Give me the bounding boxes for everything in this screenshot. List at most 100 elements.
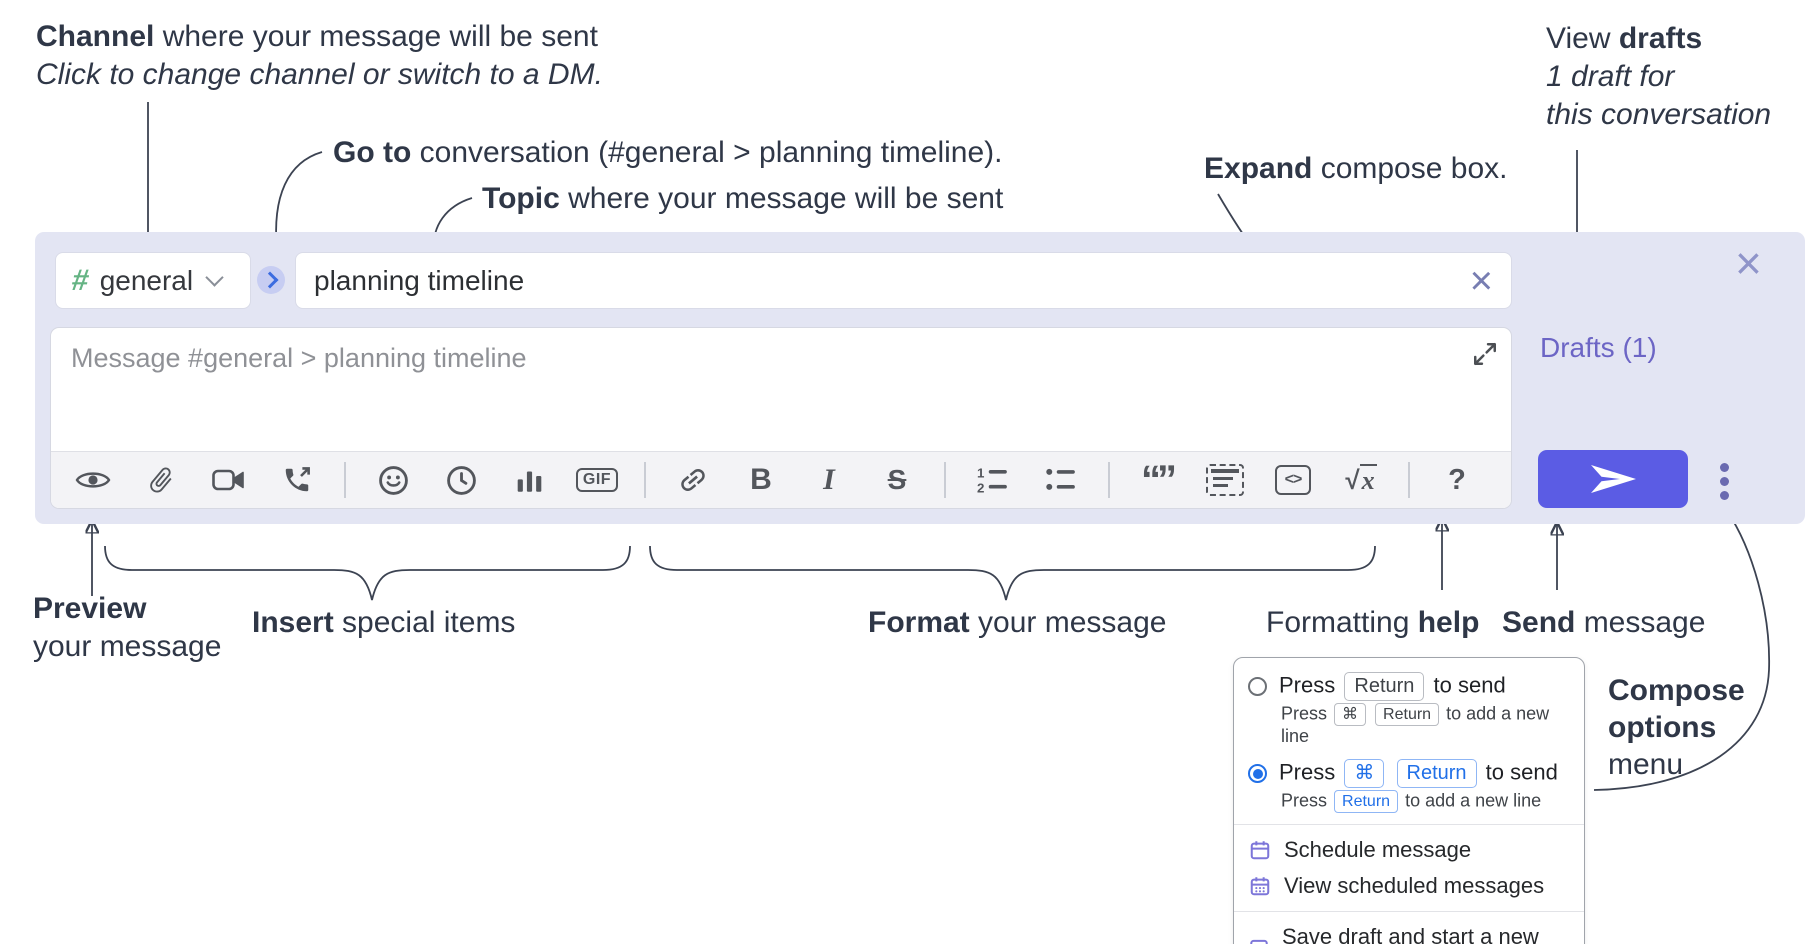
italic-icon[interactable]: I <box>823 463 835 496</box>
channel-selector[interactable]: # general <box>55 252 251 309</box>
channel-note-bold: Channel <box>36 20 155 53</box>
menu-item-schedule-message[interactable]: Schedule message <box>1234 832 1584 868</box>
menu-item-label: Schedule message <box>1284 837 1472 862</box>
chevron-down-icon <box>205 268 224 287</box>
menu-item-label: Save draft and start a new message <box>1282 924 1539 944</box>
strikethrough-icon[interactable]: S <box>887 464 907 495</box>
spoiler-glyph <box>1206 464 1244 496</box>
draft-document-check-icon <box>1249 939 1269 944</box>
option-text: Press Return to send <box>1279 672 1506 701</box>
toolbar-divider <box>344 462 346 498</box>
emoji-smiley-icon[interactable] <box>370 457 416 503</box>
go-to-conversation-button[interactable] <box>257 266 285 294</box>
send-option-cmd-return[interactable]: Press ⌘ Return to send <box>1234 751 1584 790</box>
send-option-return-subtext: Press ⌘ Return to add a new line <box>1281 703 1550 746</box>
compose-options-line3: menu <box>1608 748 1684 781</box>
message-input[interactable]: Message #general > planning timeline <box>71 343 527 373</box>
insert-note: Insert special items <box>252 604 515 642</box>
topic-input[interactable]: planning timeline × <box>295 252 1512 309</box>
toolbar-divider <box>944 462 946 498</box>
preview-note-line2: your message <box>33 630 222 663</box>
option-text: Press ⌘ Return to send <box>1279 759 1558 788</box>
poll-bar-chart-icon[interactable] <box>506 457 552 503</box>
formatting-help-bold: help <box>1417 606 1480 639</box>
return-key-chip: Return <box>1375 703 1440 726</box>
bold-icon[interactable]: B <box>750 463 772 496</box>
toolbar-divider <box>1108 462 1110 498</box>
close-compose-icon[interactable]: × <box>1735 237 1762 289</box>
cmd-key-chip: ⌘ <box>1344 759 1385 788</box>
channel-note-line2: Click to change channel or switch to a D… <box>36 58 603 91</box>
formatting-help-note: Formatting help <box>1266 604 1479 642</box>
expand-compose-icon[interactable] <box>1472 341 1498 372</box>
menu-item-label: View scheduled messages <box>1284 873 1545 898</box>
insert-note-bold: Insert <box>252 606 334 639</box>
gif-icon[interactable]: GIF <box>574 457 620 503</box>
code-icon[interactable]: <> <box>1270 457 1316 503</box>
view-drafts-bold: drafts <box>1618 22 1703 55</box>
message-formatting-help-icon[interactable]: ? <box>1448 463 1466 496</box>
send-option-cmd-return-subtext: Press Return to add a new line <box>1234 790 1584 817</box>
formatting-help-pre: Formatting <box>1266 606 1418 639</box>
preview-note-bold: Preview <box>33 592 147 625</box>
menu-item-save-draft[interactable]: Save draft and start a new message <box>1234 919 1584 944</box>
calendar-grid-icon <box>1249 875 1271 897</box>
insert-note-rest: special items <box>333 606 516 639</box>
math-latex-icon[interactable]: √x <box>1338 457 1384 503</box>
quote-icon[interactable]: “” <box>1141 458 1177 502</box>
compose-options-line2: options <box>1608 711 1717 744</box>
spoiler-icon[interactable] <box>1202 457 1248 503</box>
channel-note-rest: where your message will be sent <box>154 20 598 53</box>
compose-box: # general planning timeline × × Message … <box>35 232 1805 524</box>
chevron-right-icon <box>261 271 278 289</box>
goto-note: Go to conversation (#general > planning … <box>333 134 1003 172</box>
attach-paperclip-icon[interactable] <box>138 457 184 503</box>
expand-note: Expand compose box. <box>1204 150 1507 188</box>
compose-options-kebab-icon[interactable] <box>1716 459 1733 504</box>
topic-input-value: planning timeline <box>314 264 525 296</box>
compose-options-menu: Press Return to send Press ⌘ Return to a… <box>1233 657 1585 944</box>
radio-selected-icon[interactable] <box>1248 764 1267 783</box>
return-key-chip: Return <box>1396 759 1477 788</box>
math-glyph: √x <box>1345 463 1377 495</box>
return-key-chip: Return <box>1344 672 1425 701</box>
view-drafts-line3: this conversation <box>1546 98 1772 131</box>
radio-unselected-icon[interactable] <box>1248 677 1267 696</box>
global-time-clock-icon[interactable] <box>438 457 484 503</box>
view-drafts-note: View drafts 1 draft for this conversatio… <box>1546 20 1771 134</box>
format-underbrace <box>649 545 1376 601</box>
compose-options-line1: Compose <box>1608 674 1745 707</box>
gif-label: GIF <box>575 468 619 492</box>
svg-text:1: 1 <box>977 466 985 480</box>
send-option-return[interactable]: Press Return to send <box>1234 664 1584 703</box>
send-note-rest: message <box>1575 606 1706 639</box>
video-camera-icon[interactable] <box>206 457 252 503</box>
preview-note: Preview your message <box>33 590 221 666</box>
clear-topic-icon[interactable]: × <box>1469 258 1493 303</box>
format-note-bold: Format <box>868 606 970 639</box>
channel-selector-label: general <box>99 264 194 296</box>
link-icon[interactable] <box>670 457 716 503</box>
expand-note-rest: compose box. <box>1312 152 1508 185</box>
cmd-key-chip: ⌘ <box>1334 703 1367 726</box>
channel-note: Channel where your message will be sent … <box>36 18 603 94</box>
menu-item-view-scheduled[interactable]: View scheduled messages <box>1234 868 1584 904</box>
view-drafts-pre: View <box>1546 22 1619 55</box>
bulleted-list-icon[interactable] <box>1038 457 1084 503</box>
toolbar-divider <box>1408 462 1410 498</box>
return-key-chip: Return <box>1334 790 1399 813</box>
calendar-icon <box>1249 839 1271 861</box>
format-note: Format your message <box>868 604 1166 642</box>
toolbar-divider <box>644 462 646 498</box>
topic-note-rest: where your message will be sent <box>559 182 1004 215</box>
compose-options-note: Compose options menu <box>1608 672 1745 783</box>
send-button[interactable] <box>1538 450 1688 508</box>
view-drafts-line2: 1 draft for <box>1546 60 1675 93</box>
drafts-link[interactable]: Drafts (1) <box>1540 332 1657 363</box>
topic-note: Topic where your message will be sent <box>482 180 1003 218</box>
phone-call-icon[interactable] <box>274 457 320 503</box>
preview-eye-icon[interactable] <box>70 457 116 503</box>
goto-note-bold: Go to <box>333 136 412 169</box>
